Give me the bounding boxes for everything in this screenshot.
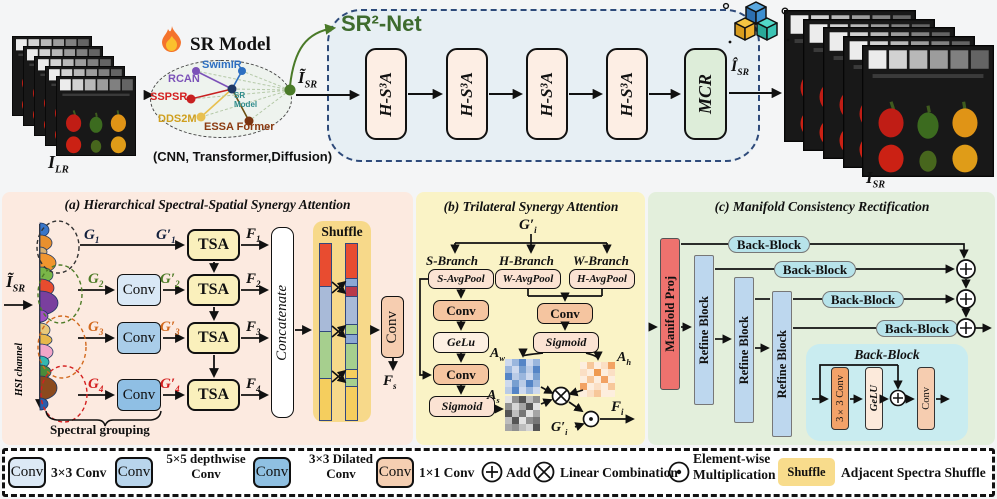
attention-map-as bbox=[505, 396, 540, 431]
h-branch-label: H-Branch bbox=[499, 253, 554, 268]
refine-block-3: Refine Block bbox=[772, 291, 792, 437]
spectral-grouping-label: Spectral grouping bbox=[50, 422, 150, 437]
manifold-proj-block: Manifold Proj bbox=[660, 238, 680, 390]
g1-label: G1 bbox=[84, 227, 100, 245]
legend-conv-1x1-label: 1×1 Conv bbox=[419, 465, 475, 480]
inset-gelu-block: GeLU bbox=[865, 367, 883, 430]
legend-conv-3x3: Conv bbox=[8, 457, 46, 488]
mcr-block: MCR bbox=[684, 48, 727, 140]
fs-label: Fs bbox=[383, 373, 397, 391]
inset-conv-block: Conv bbox=[917, 367, 935, 430]
as-label: As bbox=[487, 388, 500, 405]
ilr-image-stack bbox=[12, 36, 136, 156]
concatenate-block: Concatenate bbox=[271, 227, 294, 418]
refine-block-1: Refine Block bbox=[694, 255, 714, 405]
output-conv-block: Conv bbox=[381, 296, 404, 358]
spectra-bar-left bbox=[319, 243, 332, 421]
legend-add-label: Add bbox=[506, 465, 531, 480]
legend-linear-combination-label: Linear Combination bbox=[560, 465, 678, 480]
s-sigmoid: Sigmoid bbox=[429, 396, 495, 417]
fire-icon bbox=[162, 26, 181, 52]
panel-b-title: (b) Trilateral Synergy Attention bbox=[443, 199, 619, 214]
g3p-label: G′3 bbox=[160, 319, 180, 337]
group-conv-3: Conv bbox=[117, 322, 161, 354]
w-branch-label: W-Branch bbox=[573, 253, 629, 268]
hs3a-block-1: H-S³A bbox=[365, 48, 407, 140]
isr-image-stack bbox=[784, 10, 994, 177]
legend-conv-3x3-label: 3×3 Conv bbox=[51, 465, 107, 480]
srnet-title: SR²-Net bbox=[341, 11, 422, 36]
model-swimir-label: SwimIR bbox=[202, 59, 242, 71]
model-dds2m-label: DDS2M bbox=[158, 113, 197, 125]
inset-conv33-block: 3×3 Conv bbox=[831, 367, 849, 430]
legend-shuffle-box: Shuffle bbox=[778, 458, 835, 486]
isr-hat-label: ÎSR bbox=[731, 58, 749, 79]
ilr-label: ILR bbox=[48, 152, 69, 176]
model-sspsr-label: SSPSR bbox=[150, 91, 188, 103]
f2-label: F2 bbox=[246, 271, 261, 289]
g2-label: G2 bbox=[88, 271, 104, 289]
g3-label: G3 bbox=[88, 319, 104, 337]
legend-conv-dilated-label: 3×3 Dilated Conv bbox=[308, 451, 374, 481]
cube-icon bbox=[722, 1, 790, 44]
group-conv-2: Conv bbox=[117, 274, 161, 306]
w-avgpool-block: W-AvgPool bbox=[495, 269, 561, 289]
back-block-2: Back-Block bbox=[774, 261, 856, 278]
model-essa-label: ESSA Former bbox=[204, 121, 275, 133]
gi-bottom-label: G′i bbox=[551, 420, 568, 437]
legend-conv-depthwise: Conv bbox=[115, 457, 153, 488]
fi-label: Fi bbox=[611, 399, 624, 417]
panel-a-isr-label: ĨSR bbox=[6, 272, 26, 295]
g1p-label: G′1 bbox=[156, 227, 176, 245]
legend-elementwise-label: Element-wise Multiplication bbox=[693, 451, 776, 482]
s-avgpool-block: S-AvgPool bbox=[428, 269, 494, 289]
hs3a-block-2: H-S³A bbox=[446, 48, 488, 140]
legend-conv-dilated: Conv bbox=[253, 457, 291, 488]
g4-label: G4 bbox=[88, 376, 104, 394]
s-conv-2: Conv bbox=[433, 364, 489, 385]
sr-model-caption: (CNN, Transformer,Diffusion) bbox=[152, 149, 333, 164]
f1-label: F1 bbox=[246, 226, 261, 244]
legend-shuffle-label: Adjacent Spectra Shuffle bbox=[841, 465, 986, 480]
model-rcan-label: RCAN bbox=[168, 73, 200, 85]
back-block-1: Back-Block bbox=[728, 236, 810, 253]
h-avgpool-block: H-AvgPool bbox=[569, 269, 635, 289]
isr-out-label: ISR bbox=[866, 168, 886, 191]
tsa-block-4: TSA bbox=[187, 379, 240, 411]
spectra-bar-right bbox=[345, 243, 358, 421]
hs3a-block-4: H-S³A bbox=[606, 48, 648, 140]
ah-label: Ah bbox=[617, 350, 632, 367]
hs3a-block-3: H-S³A bbox=[526, 48, 568, 140]
s-conv-1: Conv bbox=[433, 300, 489, 321]
aw-label: Aw bbox=[490, 346, 505, 363]
attention-map-ah bbox=[580, 362, 615, 397]
shuffle-title: Shuffle bbox=[321, 224, 363, 239]
panel-c-title: (c) Manifold Consistency Rectification bbox=[714, 199, 930, 214]
tsa-block-2: TSA bbox=[187, 274, 240, 306]
back-block-3: Back-Block bbox=[822, 291, 904, 308]
f3-label: F3 bbox=[246, 319, 261, 337]
tsa-block-1: TSA bbox=[187, 229, 240, 261]
f4-label: F4 bbox=[246, 376, 261, 394]
legend-conv-1x1: Conv bbox=[376, 457, 414, 488]
g2p-label: G′2 bbox=[160, 271, 180, 289]
hw-sigmoid: Sigmoid bbox=[533, 332, 599, 353]
hsi-channel-label: HSI channel bbox=[14, 343, 25, 397]
tsa-block-3: TSA bbox=[187, 322, 240, 354]
g4p-label: G′4 bbox=[160, 376, 180, 394]
back-block-4: Back-Block bbox=[876, 320, 958, 337]
sr-model-title: SR Model bbox=[190, 34, 271, 55]
hw-conv: Conv bbox=[537, 303, 593, 324]
gi-top-label: G′i bbox=[519, 217, 537, 235]
s-gelu: GeLu bbox=[433, 332, 489, 353]
attention-map-aw bbox=[505, 359, 540, 394]
back-block-inset-title: Back-Block bbox=[854, 347, 920, 362]
isr-tilde-label: ĨSR bbox=[298, 68, 318, 91]
legend-conv-depthwise-label: 5×5 depthwise Conv bbox=[166, 451, 246, 481]
panel-a-title: (a) Hierarchical Spectral-Spatial Synerg… bbox=[64, 197, 351, 212]
refine-block-2: Refine Block bbox=[734, 277, 754, 423]
s-branch-label: S-Branch bbox=[426, 253, 479, 268]
group-conv-4: Conv bbox=[117, 379, 161, 411]
